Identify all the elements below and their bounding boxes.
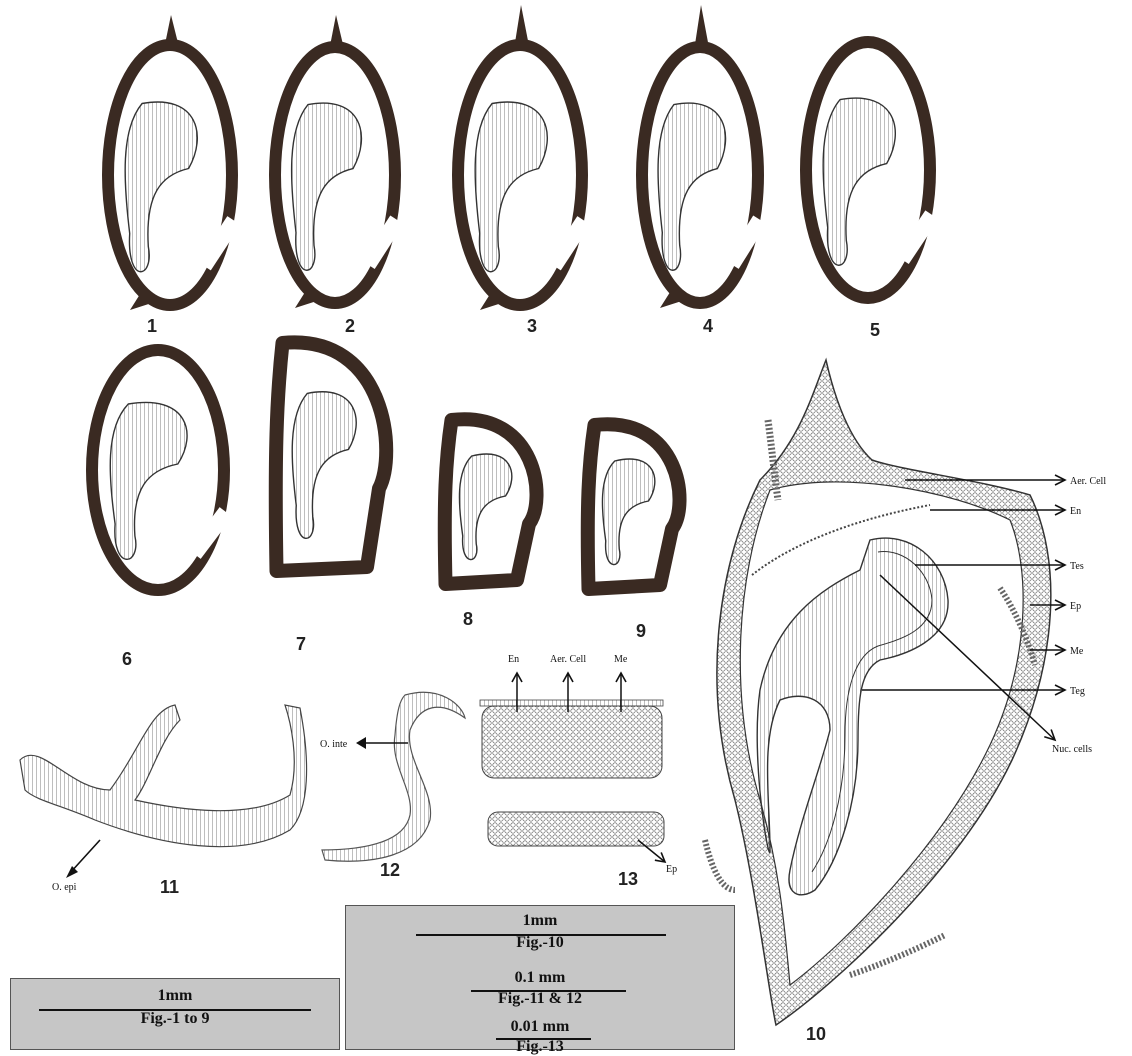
section-9 — [588, 424, 680, 589]
section-embryo-sac — [292, 392, 356, 539]
section-micropyle-tip — [164, 15, 180, 51]
section-embryo-sac — [658, 103, 726, 270]
scale-01mm-fig11-12-value: 0.1 mm — [346, 969, 734, 987]
section-embryo-sac — [602, 459, 654, 565]
fig10-label-5: Me — [1070, 646, 1084, 657]
scale-01mm-fig11-12-caption: Fig.-11 & 12 — [346, 990, 734, 1008]
section-micropyle-tip — [694, 5, 710, 53]
scale-box-right: 1mm Fig.-10 0.1 mm Fig.-11 & 12 0.01 mm … — [345, 905, 735, 1050]
figure-13 — [480, 700, 664, 846]
figure-number-1: 1 — [147, 316, 157, 336]
section-embryo-sac — [125, 102, 197, 272]
section-7 — [276, 342, 386, 571]
section-embryo-sac — [823, 98, 895, 265]
scale-001mm-fig13-value: 0.01 mm — [346, 1018, 734, 1036]
scale-1mm-fig10-value: 1mm — [346, 912, 734, 930]
scale-1mm-fig1-9-caption: Fig.-1 to 9 — [11, 1010, 339, 1028]
section-8 — [445, 419, 537, 584]
section-2 — [275, 15, 397, 308]
fig12-label-o-inte: O. inte — [320, 739, 348, 750]
figure-12 — [322, 692, 465, 861]
fig10-label-2: En — [1070, 506, 1081, 517]
fig10-label-6: Teg — [1070, 686, 1085, 697]
scale-1mm-fig1-9-value: 1mm — [11, 987, 339, 1005]
fig13-endothelium-layer — [480, 700, 663, 706]
section-4 — [642, 5, 760, 308]
fig13-epidermis — [488, 812, 664, 846]
section-6 — [92, 350, 226, 590]
section-embryo-sac — [292, 103, 362, 270]
section-embryo-sac — [475, 102, 547, 272]
figure-number-11: 11 — [160, 877, 179, 897]
fig13-label-4: Ep — [666, 864, 677, 875]
figure-number-12: 12 — [380, 860, 400, 880]
fig12-inner-integument — [322, 692, 465, 861]
fig10-label-3: Tes — [1070, 561, 1084, 572]
section-embryo-sac — [459, 454, 511, 560]
scale-001mm-fig13-caption: Fig.-13 — [346, 1038, 734, 1056]
section-micropyle-tip — [329, 15, 345, 53]
section-3 — [458, 5, 584, 310]
figure-number-9: 9 — [636, 621, 646, 641]
section-embryo-sac — [110, 402, 187, 559]
figure-number-6: 6 — [122, 649, 132, 669]
section-micropyle-tip — [514, 5, 530, 51]
figure-10 — [705, 360, 1051, 1025]
figure-number-8: 8 — [463, 609, 473, 629]
scale-box-left: 1mm Fig.-1 to 9 — [10, 978, 340, 1050]
figure-number-4: 4 — [703, 316, 713, 336]
figure-number-7: 7 — [296, 634, 306, 654]
fig11-pointer-o-epi — [66, 840, 100, 878]
section-1 — [108, 15, 234, 310]
figure-number-5: 5 — [870, 320, 880, 340]
figure-number-13: 13 — [618, 869, 638, 889]
fig13-label-2: Aer. Cell — [550, 654, 586, 665]
scale-1mm-fig10-caption: Fig.-10 — [346, 934, 734, 952]
figure-11 — [20, 705, 307, 847]
fig11-ovule-wall — [20, 705, 307, 847]
figure-number-10: 10 — [806, 1024, 826, 1044]
figure-number-2: 2 — [345, 316, 355, 336]
fig10-epidermis-strip-left — [705, 840, 735, 890]
figure-number-3: 3 — [527, 316, 537, 336]
fig10-label-7: Nuc. cells — [1052, 744, 1092, 755]
fig11-label-o-epi: O. epi — [52, 882, 77, 893]
fig10-label-1: Aer. Cell — [1070, 476, 1106, 487]
section-5 — [806, 42, 932, 298]
fig13-label-3: Me — [614, 654, 628, 665]
fig10-label-4: Ep — [1070, 601, 1081, 612]
fig13-mesophyll — [482, 706, 662, 778]
fig13-label-1: En — [508, 654, 519, 665]
